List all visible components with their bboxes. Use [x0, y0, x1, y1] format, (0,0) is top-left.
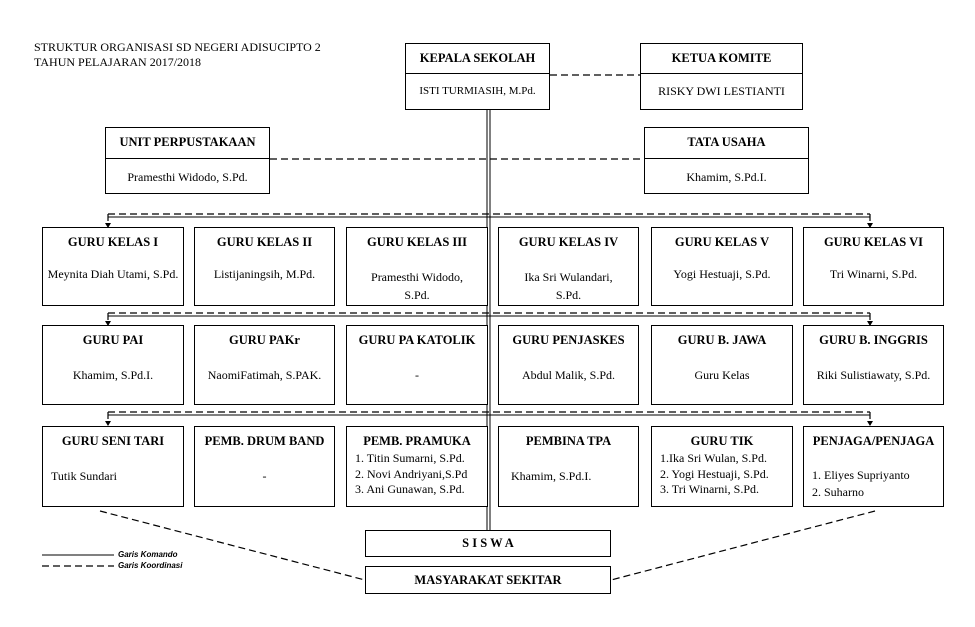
guru-kelas-1-box: GURU KELAS I Meynita Diah Utami, S.Pd.	[42, 227, 184, 306]
pemb-drum-band-box: PEMB. DRUM BAND -	[194, 426, 335, 507]
guru-seni-tari-box: GURU SENI TARI Tutik Sundari	[42, 426, 184, 507]
guru-pa-katolik-box: GURU PA KATOLIK -	[346, 325, 488, 405]
siswa-label: S I S W A	[462, 536, 514, 550]
list-item: 2. Suharno	[812, 485, 864, 499]
guru-kelas-2-box: GURU KELAS II Listijaningsih, M.Pd.	[194, 227, 335, 306]
pemb-pramuka-title: PEMB. PRAMUKA	[363, 434, 471, 448]
guru-kelas-2-name: Listijaningsih, M.Pd.	[213, 267, 316, 281]
guru-b-jawa-name: Guru Kelas	[694, 368, 750, 382]
guru-penjaskes-title: GURU PENJASKES	[512, 333, 625, 347]
guru-seni-tari-title: GURU SENI TARI	[61, 434, 165, 448]
guru-pai-name: Khamim, S.Pd.I.	[72, 368, 154, 382]
tata-usaha-name: Khamim, S.Pd.I.	[686, 170, 767, 184]
legend-garis-koordinasi: Garis Koordinasi	[118, 561, 183, 570]
legend-garis-komando: Garis Komando	[118, 550, 178, 559]
tata-usaha-box: TATA USAHA Khamim, S.Pd.I.	[644, 127, 809, 194]
guru-pai-box: GURU PAI Khamim, S.Pd.I.	[42, 325, 184, 405]
list-item: 2. Yogi Hestuaji, S.Pd.	[660, 466, 769, 481]
guru-kelas-5-title: GURU KELAS V	[674, 235, 770, 249]
guru-kelas-6-box: GURU KELAS VI Tri Winarni, S.Pd.	[803, 227, 944, 306]
tata-usaha-title: TATA USAHA	[687, 135, 766, 149]
guru-b-inggris-title: GURU B. INGGRIS	[819, 333, 928, 347]
guru-pakr-box: GURU PAKr NaomiFatimah, S.PAK.	[194, 325, 335, 405]
guru-kelas-6-name: Tri Winarni, S.Pd.	[829, 267, 918, 281]
guru-pa-katolik-title: GURU PA KATOLIK	[358, 333, 476, 347]
guru-kelas-5-box: GURU KELAS V Yogi Hestuaji, S.Pd.	[651, 227, 793, 306]
pemb-drum-band-name: -	[262, 469, 267, 483]
guru-kelas-2-title: GURU KELAS II	[216, 235, 313, 249]
penjaga-list: 1. Eliyes Supriyanto 2. Suharno	[804, 467, 943, 501]
guru-kelas-3-title: GURU KELAS III	[366, 235, 468, 249]
guru-tik-list: 1.Ika Sri Wulan, S.Pd. 2. Yogi Hestuaji,…	[652, 451, 792, 498]
pemb-drum-band-title: PEMB. DRUM BAND	[204, 434, 325, 448]
penjaga-title: PENJAGA/PENJAGA	[812, 434, 935, 448]
siswa-box: S I S W A	[365, 530, 611, 557]
guru-pa-katolik-name: -	[415, 368, 419, 382]
list-item: 1. Titin Sumarni, S.Pd.	[355, 451, 465, 465]
pembina-tpa-name: Khamim, S.Pd.I.	[511, 469, 592, 483]
guru-penjaskes-name: Abdul Malik, S.Pd.	[521, 368, 615, 382]
ketua-komite-name: RISKY DWI LESTIANTI	[658, 84, 785, 98]
pemb-pramuka-list: 1. Titin Sumarni, S.Pd. 2. Novi Andriyan…	[347, 451, 487, 498]
pemb-pramuka-box: PEMB. PRAMUKA 1. Titin Sumarni, S.Pd. 2.…	[346, 426, 488, 507]
guru-tik-box: GURU TIK 1.Ika Sri Wulan, S.Pd. 2. Yogi …	[651, 426, 793, 507]
guru-pakr-title: GURU PAKr	[229, 333, 300, 347]
masyarakat-sekitar-box: MASYARAKAT SEKITAR	[365, 566, 611, 594]
kepala-sekolah-box: KEPALA SEKOLAH ISTI TURMIASIH, M.Pd.	[405, 43, 550, 110]
guru-penjaskes-box: GURU PENJASKES Abdul Malik, S.Pd.	[498, 325, 639, 405]
guru-pai-title: GURU PAI	[82, 333, 144, 347]
guru-seni-tari-name: Tutik Sundari	[51, 469, 117, 483]
list-item: 3. Ani Gunawan, S.Pd.	[355, 482, 465, 496]
guru-tik-title: GURU TIK	[690, 434, 754, 448]
list-item: 2. Novi Andriyani,S.Pd	[355, 466, 468, 481]
guru-kelas-4-box: GURU KELAS IV Ika Sri Wulandari, S.Pd.	[498, 227, 639, 306]
guru-b-inggris-name: Riki Sulistiawaty, S.Pd.	[816, 368, 931, 382]
list-item: 3. Tri Winarni, S.Pd.	[660, 482, 759, 496]
guru-b-jawa-title: GURU B. JAWA	[677, 333, 767, 347]
guru-pakr-name: NaomiFatimah, S.PAK.	[207, 368, 322, 382]
unit-perpustakaan-name: Pramesthi Widodo, S.Pd.	[127, 170, 248, 184]
guru-kelas-5-name: Yogi Hestuaji, S.Pd.	[673, 267, 771, 281]
ketua-komite-title: KETUA KOMITE	[671, 51, 772, 65]
chart-subtitle: TAHUN PELAJARAN 2017/2018	[34, 55, 202, 69]
guru-kelas-1-title: GURU KELAS I	[67, 235, 159, 249]
guru-kelas-3-name: Pramesthi Widodo, S.Pd.	[371, 270, 463, 302]
pembina-tpa-title: PEMBINA TPA	[525, 434, 612, 448]
guru-kelas-3-box: GURU KELAS III Pramesthi Widodo, S.Pd.	[346, 227, 488, 306]
guru-kelas-1-name: Meynita Diah Utami, S.Pd.	[47, 267, 179, 281]
ketua-komite-box: KETUA KOMITE RISKY DWI LESTIANTI	[640, 43, 803, 110]
penjaga-box: PENJAGA/PENJAGA 1. Eliyes Supriyanto 2. …	[803, 426, 944, 507]
guru-b-inggris-box: GURU B. INGGRIS Riki Sulistiawaty, S.Pd.	[803, 325, 944, 405]
list-item: 1. Eliyes Supriyanto	[812, 468, 910, 482]
masyarakat-sekitar-label: MASYARAKAT SEKITAR	[414, 572, 562, 587]
unit-perpustakaan-box: UNIT PERPUSTAKAAN Pramesthi Widodo, S.Pd…	[105, 127, 270, 194]
guru-b-jawa-box: GURU B. JAWA Guru Kelas	[651, 325, 793, 405]
unit-perpustakaan-title: UNIT PERPUSTAKAAN	[119, 135, 256, 149]
guru-kelas-4-title: GURU KELAS IV	[518, 235, 619, 249]
kepala-sekolah-name: ISTI TURMIASIH, M.Pd.	[419, 85, 536, 97]
guru-kelas-6-title: GURU KELAS VI	[823, 235, 924, 249]
guru-kelas-4-name: Ika Sri Wulandari, S.Pd.	[524, 270, 613, 302]
pembina-tpa-box: PEMBINA TPA Khamim, S.Pd.I.	[498, 426, 639, 507]
kepala-sekolah-title: KEPALA SEKOLAH	[419, 51, 536, 65]
list-item: 1.Ika Sri Wulan, S.Pd.	[660, 451, 767, 465]
chart-title: STRUKTUR ORGANISASI SD NEGERI ADISUCIPTO…	[34, 40, 321, 54]
